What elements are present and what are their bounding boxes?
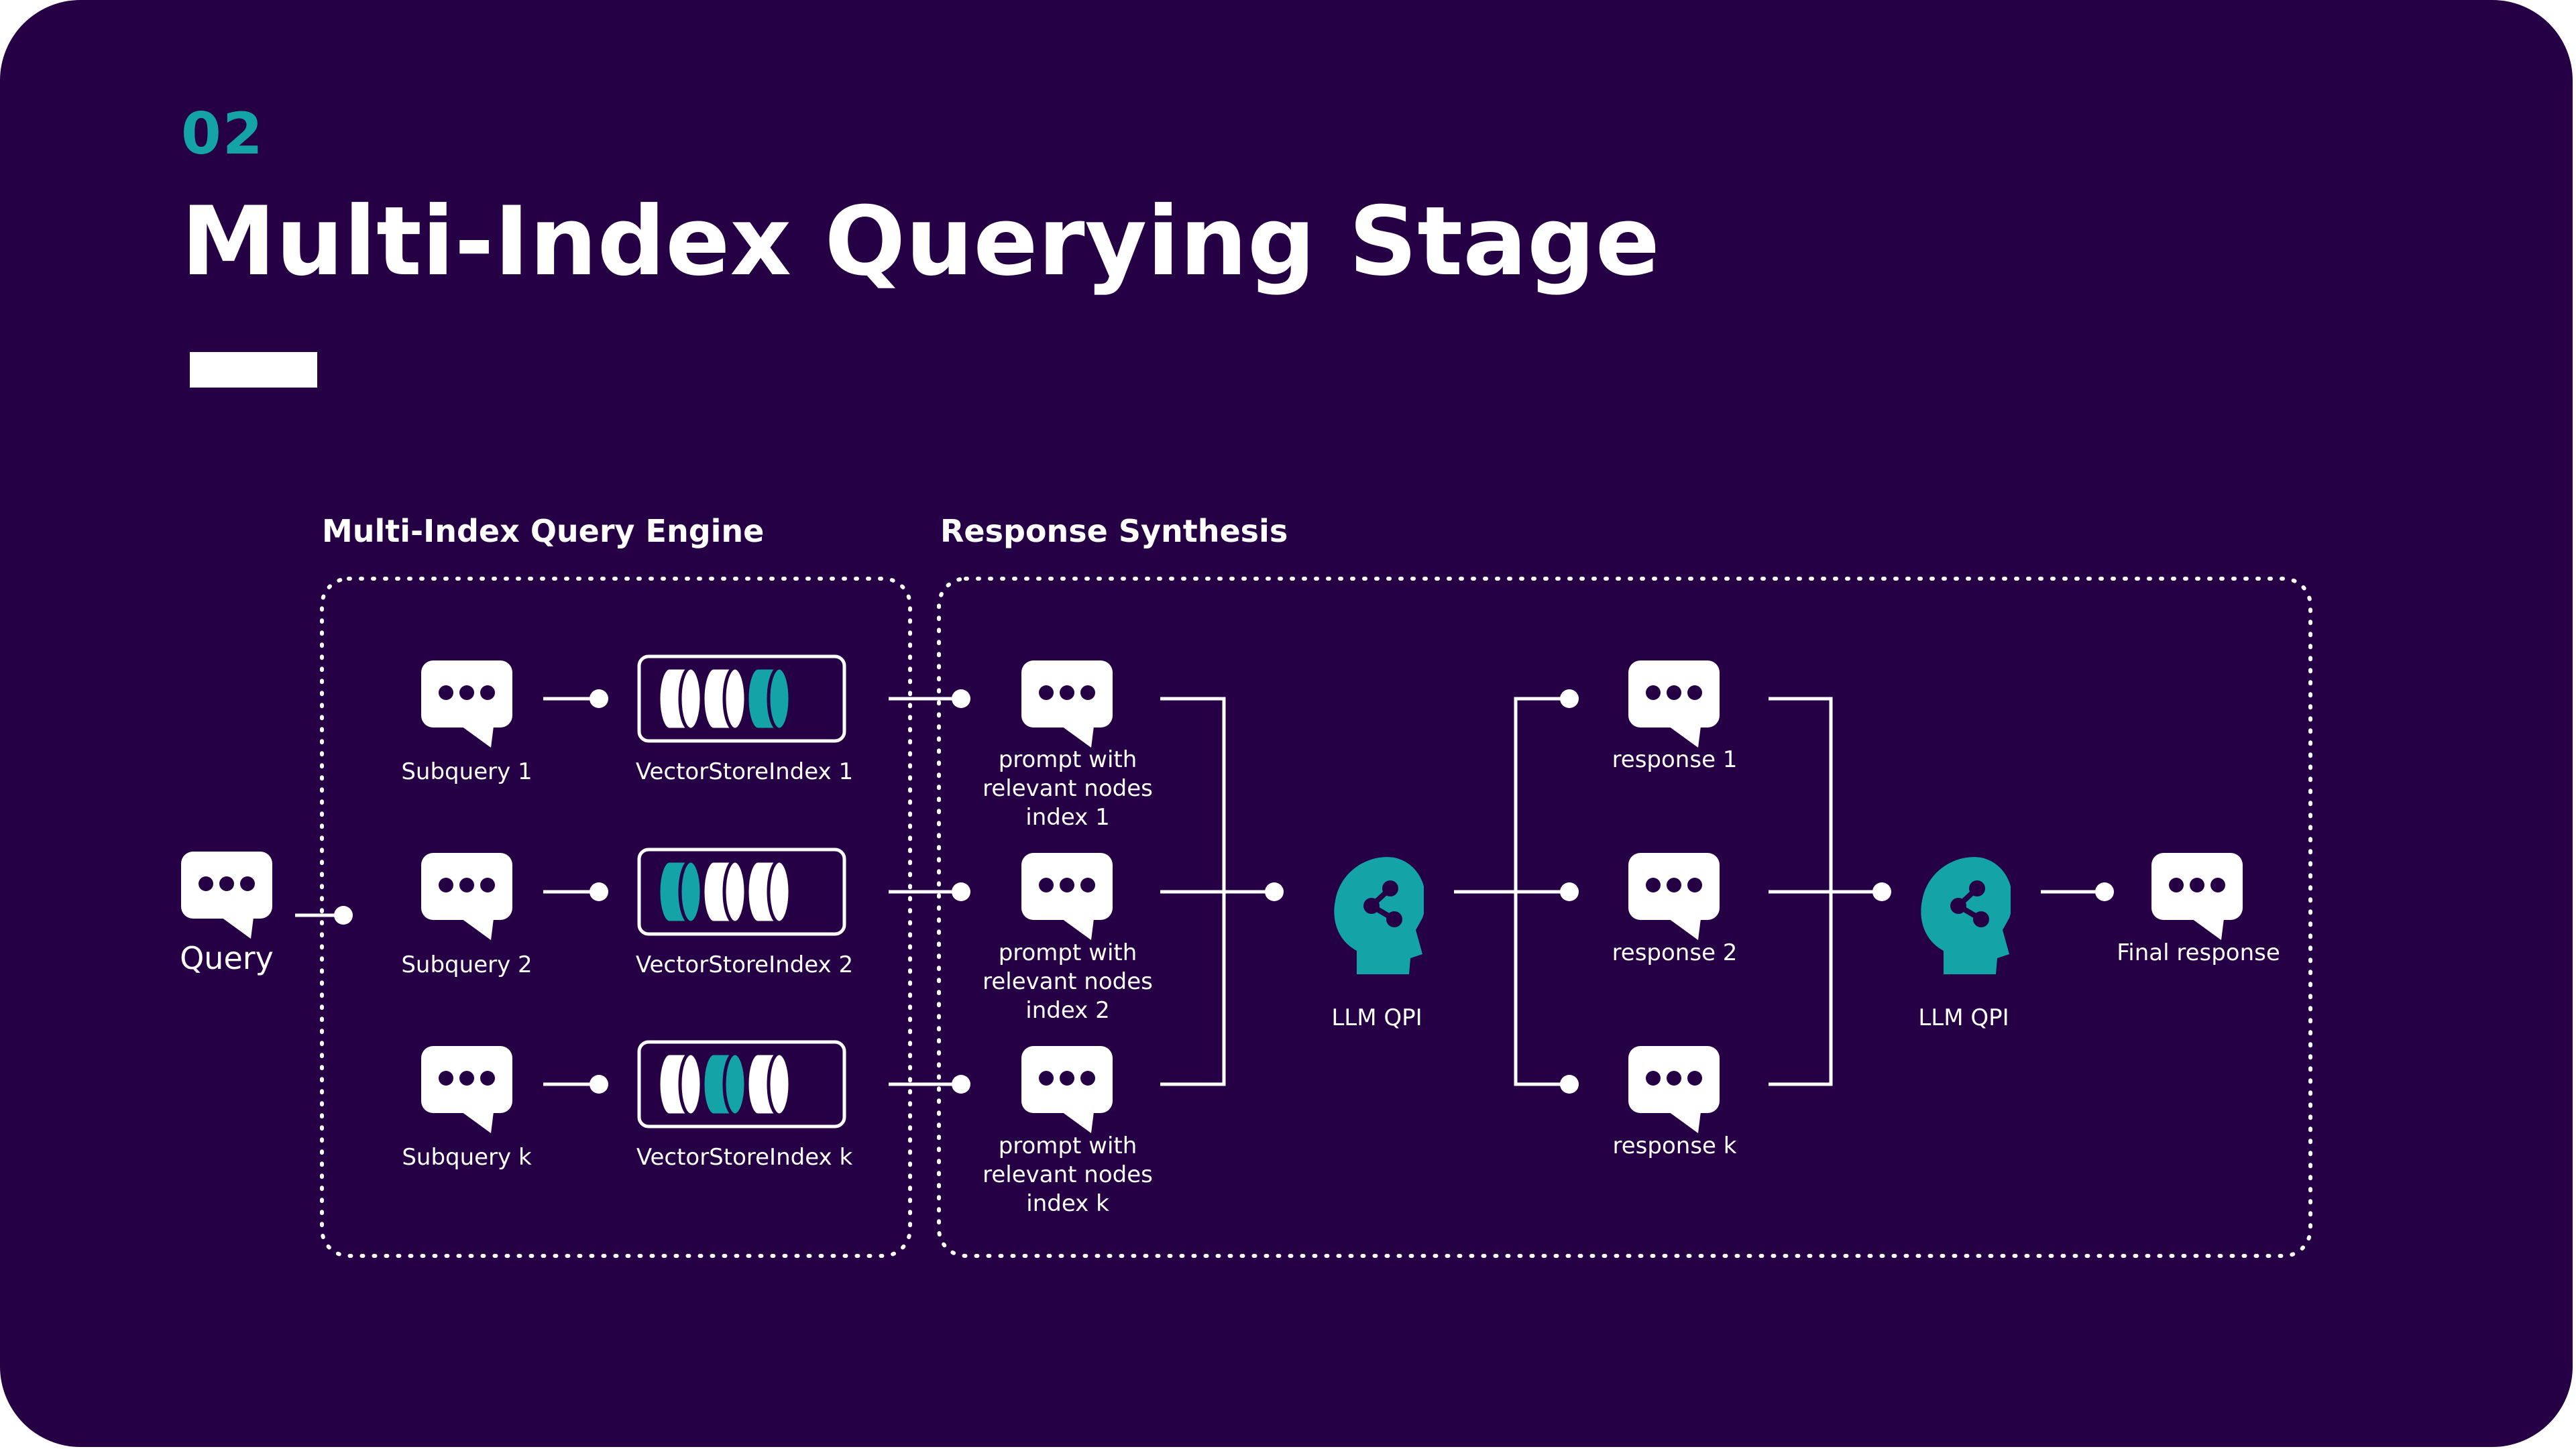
vector-store-index-k-label: VectorStoreIndex k: [636, 1144, 853, 1171]
response-2-label: response 2: [1612, 939, 1738, 966]
vector-store-index-1-label: VectorStoreIndex 1: [635, 758, 854, 785]
final-response-label: Final response: [2117, 939, 2280, 966]
response-1-label: response 1: [1612, 746, 1738, 773]
connector-lines: [295, 697, 2105, 1086]
query-engine-section-title: Multi-Index Query Engine: [322, 513, 765, 549]
page-title: Multi-Index Querying Stage: [181, 186, 1660, 297]
vector-store-index-icons: [637, 654, 846, 1128]
vector-store-index-2-label: VectorStoreIndex 2: [635, 951, 854, 978]
database-cylinders-icon: [637, 654, 846, 743]
connector-dots: [334, 689, 2114, 1094]
llm-qpi-2-label: LLM QPI: [1918, 1004, 2009, 1031]
database-cylinders-icon: [637, 1040, 846, 1128]
step-number: 02: [181, 101, 264, 168]
subquery-k-label: Subquery k: [402, 1144, 532, 1171]
query-label: Query: [180, 940, 274, 976]
llm-qpi-1-label: LLM QPI: [1331, 1004, 1422, 1031]
subquery-1-label: Subquery 1: [401, 758, 533, 785]
title-underline-bar: [190, 352, 317, 388]
subquery-2-label: Subquery 2: [401, 951, 533, 978]
query-engine-frame: [320, 577, 912, 1258]
database-cylinders-icon: [637, 848, 846, 936]
response-synthesis-section-title: Response Synthesis: [940, 513, 1288, 549]
response-k-label: response k: [1612, 1133, 1737, 1159]
